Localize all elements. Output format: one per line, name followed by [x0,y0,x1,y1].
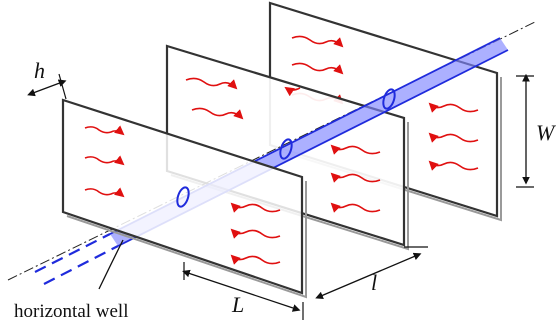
label-horizontal-well: horizontal well [14,301,129,322]
flow-arrow [330,202,381,213]
fracture-1-back-edge [66,181,307,299]
dimension-l-spacing: L [182,262,304,320]
label-L: L [231,292,244,317]
well-pipe-edge-bottom-dashed [43,245,119,285]
flow-arrow [428,132,479,143]
flow-arrow [84,155,125,166]
flow-arrows-fracture-2 [185,77,381,213]
flow-arrow [291,62,344,75]
label-l: l [371,270,377,295]
flow-arrow [330,144,381,155]
label-h: h [34,58,45,83]
flow-arrow [291,35,344,48]
well-perforation-ring [279,138,293,160]
dimension-w: W [516,73,556,188]
fracture-1-plane [61,98,304,295]
dimension-l-half-arrow [315,252,422,299]
flow-arrow [284,86,301,97]
dimension-h-tick [58,73,67,100]
flow-arrow [428,102,479,113]
flow-arrow [185,77,238,90]
fracture-1 [61,98,307,299]
dimension-l-half: l [315,246,428,299]
flow-arrow [230,202,281,213]
flow-arrows-fracture-1 [84,125,281,265]
dimension-l-arrow [182,269,301,312]
horizontal-well-leader [98,239,124,290]
flow-arrow [330,172,381,183]
flow-arrow [84,187,125,198]
well-perforation-ring [382,88,396,110]
dimension-h-arrow [27,79,67,97]
flow-arrow [84,125,125,136]
label-w: W [536,120,556,145]
well-pipe-edge-top-dashed [34,233,111,273]
dimension-h: h [27,58,67,100]
well-perforation-ring [176,186,190,208]
flow-arrow [428,160,479,171]
flow-arrow [230,254,281,265]
flow-arrow [230,228,281,239]
flow-arrow [191,107,244,120]
